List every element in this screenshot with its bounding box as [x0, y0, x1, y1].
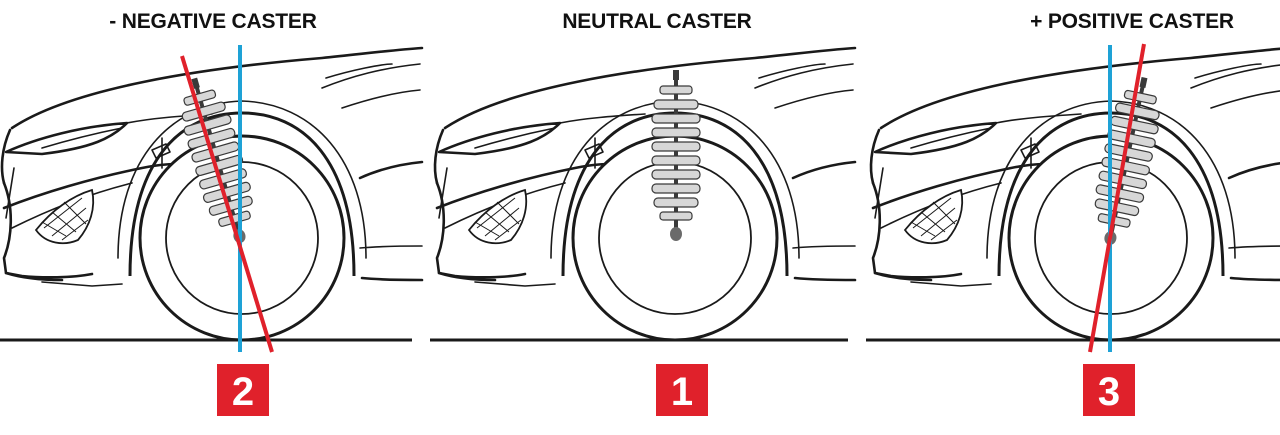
panel-negative-caster: - NEGATIVE CASTER 2 [0, 10, 424, 416]
panel-neutral-caster: NEUTRAL CASTER 1 [430, 10, 857, 416]
svg-text:1: 1 [671, 370, 693, 414]
car-drawing-neutral [433, 46, 857, 342]
svg-text:3: 3 [1098, 370, 1120, 414]
steering-axis-line-negative [180, 55, 274, 353]
number-badge-2: 2 [217, 364, 269, 416]
panel-title-negative: - NEGATIVE CASTER [109, 10, 316, 33]
car-drawing-positive [869, 46, 1280, 342]
number-badge-1: 1 [656, 364, 708, 416]
svg-text:2: 2 [232, 370, 254, 414]
panel-title-neutral: NEUTRAL CASTER [562, 10, 751, 33]
steering-axis-line-positive [1088, 43, 1146, 353]
panel-positive-caster: + POSITIVE CASTER 3 [866, 10, 1280, 416]
panel-title-positive: + POSITIVE CASTER [1030, 10, 1234, 33]
number-badge-3: 3 [1083, 364, 1135, 416]
